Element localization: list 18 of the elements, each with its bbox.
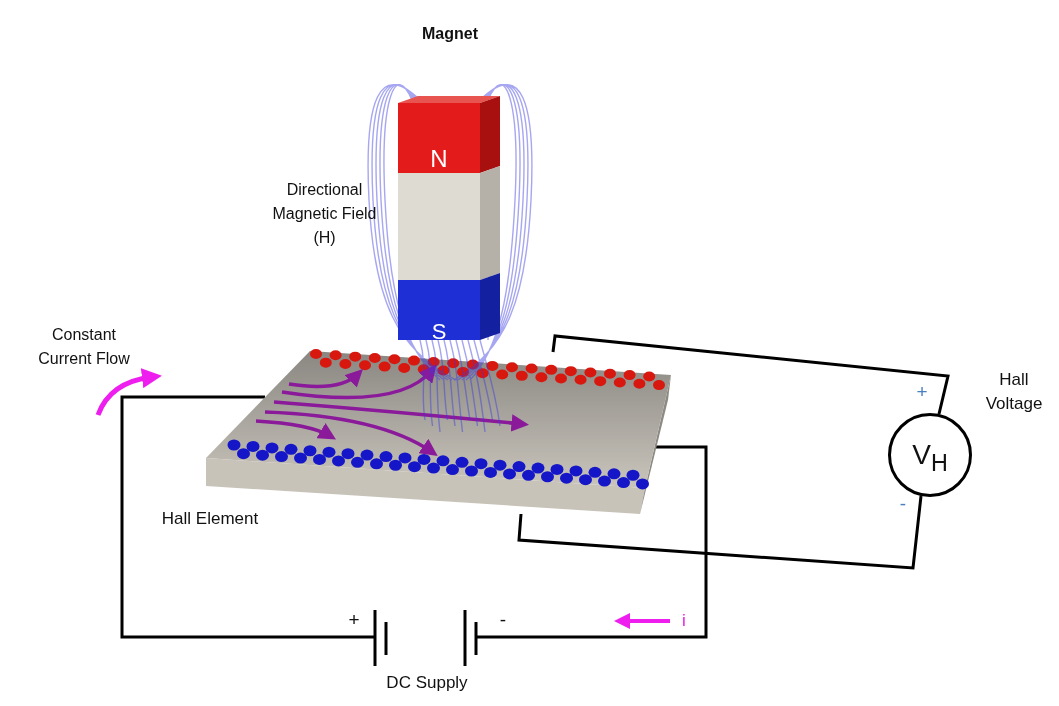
current-label: i [681,610,687,632]
wire [551,334,950,415]
plus-sign: + [915,380,929,404]
hall-element-label: Hall Element [160,508,260,530]
plus-sign: + [347,608,361,632]
north-pole-label: N [429,144,449,174]
voltmeter-label: V$_{H}$ [911,438,949,478]
constant-current-label: Constant Current Flow [37,325,131,369]
wire [476,445,708,639]
wire [120,395,375,639]
south-pole-label: S [430,318,448,346]
minus-sign: - [498,608,508,632]
magnet-label: Magnet [421,24,479,44]
dc-supply-label: DC Supply [385,672,469,694]
wire [517,495,923,570]
minus-sign: - [898,492,908,516]
directional-field-label: Directional Magnetic Field (H) [271,180,378,248]
hall-voltage-label: Hall Voltage [984,369,1044,415]
